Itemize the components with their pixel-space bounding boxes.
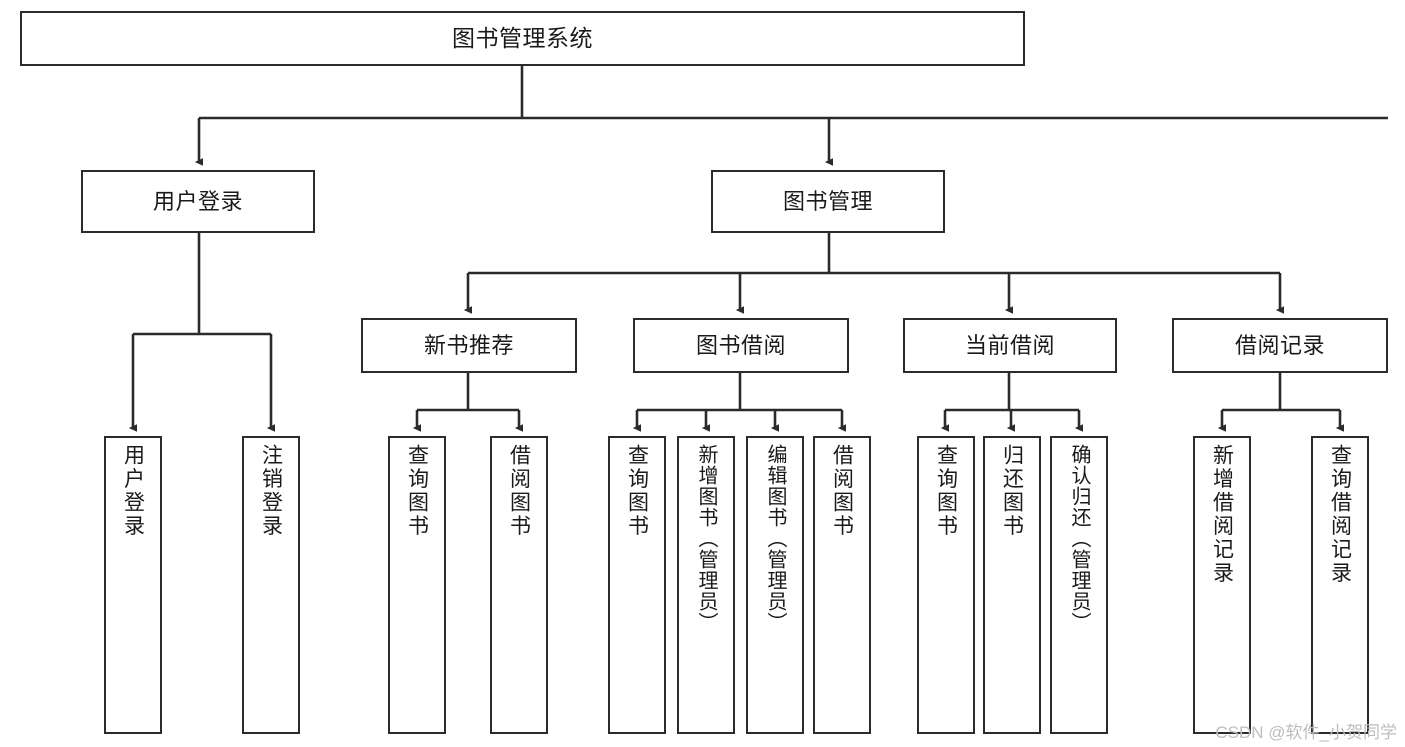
node-label: 借阅图书 — [507, 444, 531, 538]
leaf-borrow-query-book[interactable]: 查询图书 — [608, 436, 666, 734]
node-label: 查询图书 — [625, 444, 649, 538]
node-label: 新增图书（管理员） — [695, 444, 717, 633]
leaf-borrow-edit-book-admin[interactable]: 编辑图书（管理员） — [746, 436, 804, 734]
node-label: 借阅记录 — [1234, 332, 1325, 358]
leaf-logout[interactable]: 注销登录 — [242, 436, 300, 734]
node-label: 查询借阅记录 — [1328, 444, 1352, 585]
leaf-borrow-borrow-book[interactable]: 借阅图书 — [813, 436, 871, 734]
leaf-user-login[interactable]: 用户登录 — [104, 436, 162, 734]
node-label: 注销登录 — [259, 444, 283, 538]
node-root-system[interactable]: 图书管理系统 — [20, 11, 1025, 66]
node-label: 查询图书 — [934, 444, 958, 538]
node-label: 确认归还（管理员） — [1068, 444, 1090, 633]
leaf-records-query-record[interactable]: 查询借阅记录 — [1311, 436, 1369, 734]
node-label: 图书管理系统 — [452, 24, 593, 51]
node-book-borrow[interactable]: 图书借阅 — [633, 318, 849, 373]
node-current-borrow[interactable]: 当前借阅 — [903, 318, 1117, 373]
csdn-watermark: CSDN @软件_小贺同学 — [1215, 723, 1397, 742]
node-new-book-recommend[interactable]: 新书推荐 — [361, 318, 577, 373]
node-book-management[interactable]: 图书管理 — [711, 170, 945, 233]
node-label: 图书借阅 — [695, 332, 786, 358]
node-label: 图书管理 — [782, 188, 873, 214]
node-label: 当前借阅 — [964, 332, 1055, 358]
node-borrow-records[interactable]: 借阅记录 — [1172, 318, 1388, 373]
leaf-newbook-query-book[interactable]: 查询图书 — [388, 436, 446, 734]
leaf-current-query-book[interactable]: 查询图书 — [917, 436, 975, 734]
node-label: 用户登录 — [152, 188, 243, 214]
leaf-current-confirm-return-admin[interactable]: 确认归还（管理员） — [1050, 436, 1108, 734]
leaf-current-return-book[interactable]: 归还图书 — [983, 436, 1041, 734]
node-label: 借阅图书 — [830, 444, 854, 538]
node-label: 新增借阅记录 — [1210, 444, 1234, 585]
leaf-records-add-record[interactable]: 新增借阅记录 — [1193, 436, 1251, 734]
node-label: 归还图书 — [1000, 444, 1024, 538]
node-user-login[interactable]: 用户登录 — [81, 170, 315, 233]
node-label: 用户登录 — [121, 444, 145, 538]
node-label: 新书推荐 — [423, 332, 514, 358]
node-label: 查询图书 — [405, 444, 429, 538]
leaf-newbook-borrow-book[interactable]: 借阅图书 — [490, 436, 548, 734]
leaf-borrow-add-book-admin[interactable]: 新增图书（管理员） — [677, 436, 735, 734]
node-label: 编辑图书（管理员） — [764, 444, 786, 633]
